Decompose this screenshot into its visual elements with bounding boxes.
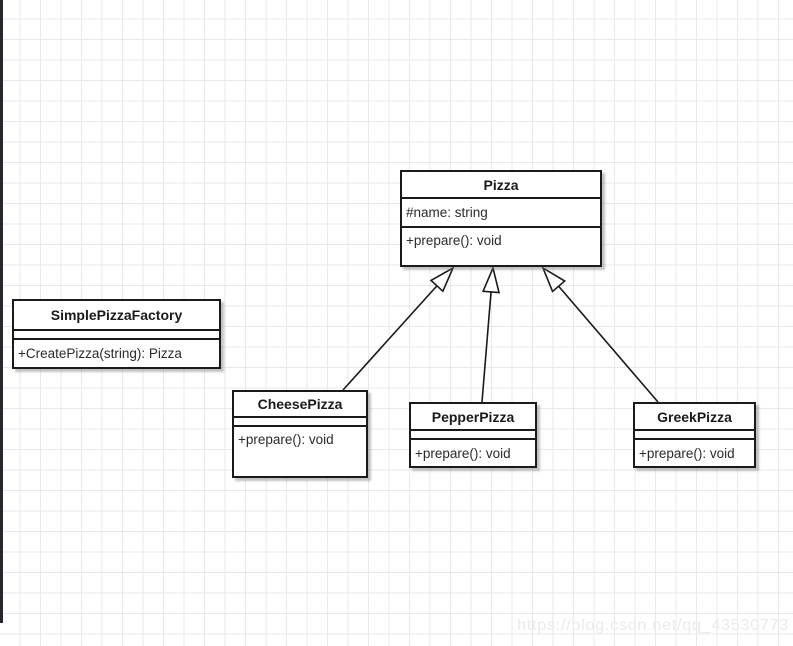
- class-box-greekpizza[interactable]: GreekPizza +prepare(): void: [633, 402, 756, 468]
- class-title: Pizza: [402, 172, 600, 199]
- class-attributes-empty: [14, 331, 219, 340]
- class-method: +prepare(): void: [415, 445, 511, 461]
- class-method: +prepare(): void: [639, 445, 735, 461]
- class-box-pepperpizza[interactable]: PepperPizza +prepare(): void: [409, 402, 537, 468]
- inheritance-arrow-pepperpizza-to-pizza[interactable]: [481, 268, 493, 403]
- class-box-simplepizzafactory[interactable]: SimplePizzaFactory +CreatePizza(string):…: [12, 299, 221, 369]
- class-box-cheesepizza[interactable]: CheesePizza +prepare(): void: [232, 390, 368, 478]
- class-attributes-empty: [411, 431, 535, 440]
- class-title: CheesePizza: [234, 392, 366, 418]
- class-attribute: #name: string: [402, 199, 600, 228]
- inheritance-arrow-cheesepizza-to-pizza[interactable]: [342, 268, 453, 391]
- window-edge-strip: [0, 0, 3, 623]
- class-box-pizza[interactable]: Pizza #name: string +prepare(): void: [400, 170, 602, 267]
- watermark: https://blog.csdn.net/qq_43530773: [517, 617, 789, 634]
- class-attributes-empty: [635, 431, 754, 440]
- class-attributes-empty: [234, 418, 366, 427]
- class-method: +prepare(): void: [406, 233, 502, 248]
- inheritance-arrow-greekpizza-to-pizza[interactable]: [543, 268, 659, 403]
- class-method: +prepare(): void: [238, 432, 334, 447]
- class-title: PepperPizza: [411, 404, 535, 431]
- class-title: GreekPizza: [635, 404, 754, 431]
- class-method: +CreatePizza(string): Pizza: [18, 346, 182, 361]
- class-title: SimplePizzaFactory: [14, 301, 219, 331]
